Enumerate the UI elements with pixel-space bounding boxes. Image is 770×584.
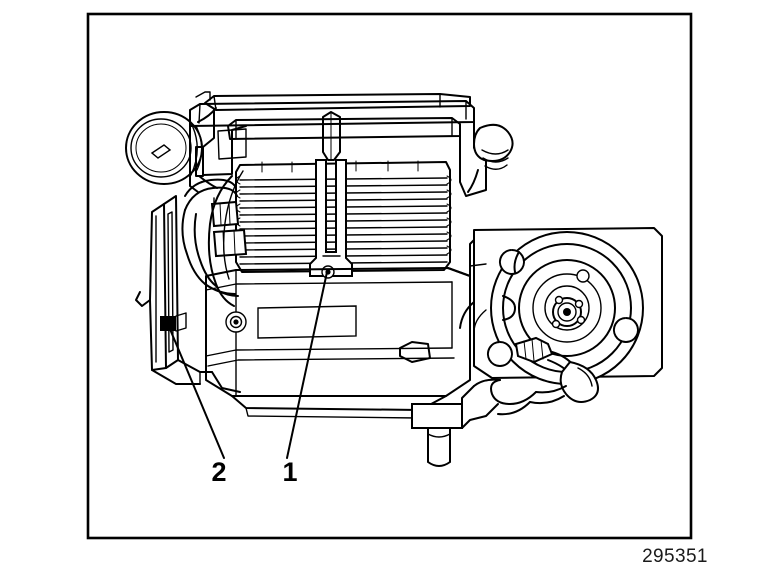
condensate-drain-tube	[231, 395, 463, 467]
lower-case-body	[205, 267, 471, 397]
evaporator-core	[235, 160, 452, 273]
callout-label-2: 2	[211, 457, 226, 487]
callout-label-1: 1	[282, 457, 297, 487]
refrigerant-hose-assembly	[181, 170, 248, 307]
figure-border	[86, 12, 693, 540]
leader-line-1	[286, 271, 328, 459]
blower-wiring-harness	[461, 336, 599, 429]
blower-motor-assembly	[459, 227, 663, 385]
left-case-shoulder	[189, 109, 247, 193]
right-case-grommet	[459, 119, 514, 197]
leader-line-2	[166, 321, 225, 459]
evaporator-core-retainer-clip	[309, 159, 353, 279]
figure-number: 295351	[642, 546, 708, 567]
callout-leader-lines	[166, 271, 328, 459]
